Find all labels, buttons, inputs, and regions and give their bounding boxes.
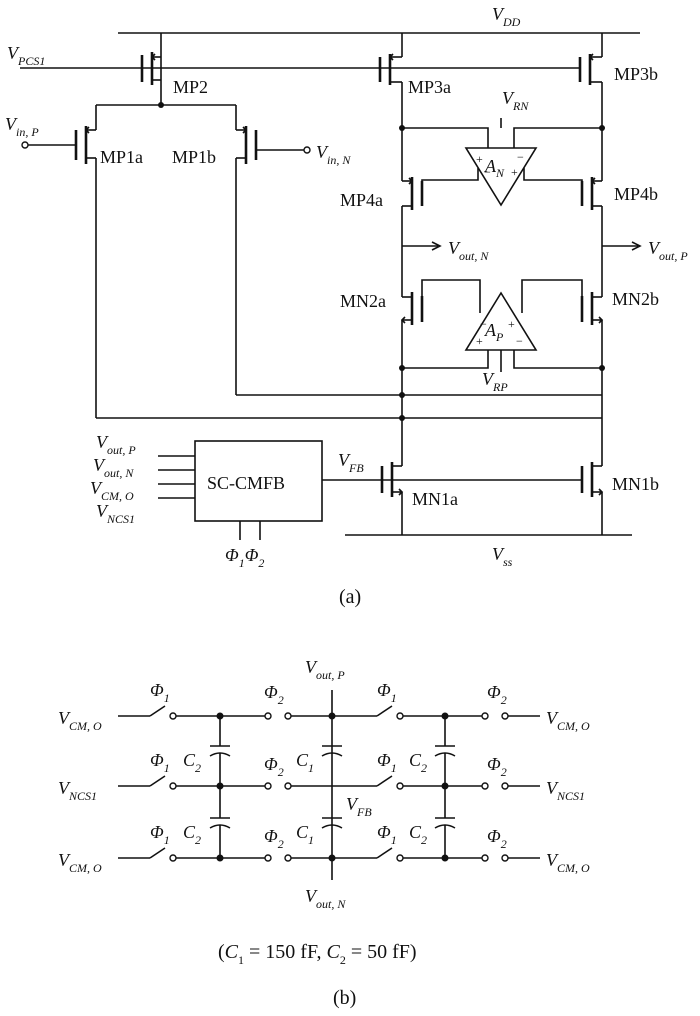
amplifier-ap [402,279,602,372]
b-phi2-top-right: Φ2 [487,682,507,707]
caption-b: (b) [333,987,356,1009]
capacitor-c1-top [321,745,343,757]
vout-n-arrow [431,241,442,251]
b-phi1-bot-right: Φ1 [377,822,397,847]
b-vout-p-label: Vout, P [305,657,345,682]
vout-p-label: Vout, P [648,238,688,263]
mn2a-label: MN2a [340,291,386,311]
mn1b-transistor [580,462,604,535]
vrp-label: VRP [482,369,508,394]
b-phi2-top-left: Φ2 [264,682,284,707]
vrn-label: VRN [502,88,529,113]
schematic-a [20,32,642,540]
vin-p-terminal [21,141,29,149]
b-phi1-mid-left: Φ1 [150,750,170,775]
mp4a-transistor [402,177,424,210]
mp1a-transistor [74,126,97,418]
schematic-b [118,690,540,880]
labels-b: Vout, P Vout, N VFB VCM, O VNCS1 VCM, O … [58,657,590,1009]
b-vfb-label: VFB [346,794,372,819]
vin-p-label: Vin, P [5,114,39,139]
b-phi2-bot-left: Φ2 [264,826,284,851]
mp4b-transistor [580,177,602,210]
an-plus-sign: + [476,152,483,166]
capacitor-c2-left-top [209,716,231,786]
vdd-label: VDD [492,4,521,29]
cmfb-phi-label: Φ1Φ2 [225,545,264,570]
mn1a-label: MN1a [412,489,458,509]
mn1a-transistor [380,462,404,535]
b-c1-label-top: C1 [296,750,314,775]
b-phi1-top-right: Φ1 [377,680,397,705]
mp3b-label: MP3b [614,64,658,84]
cmfb-in-vcm-o: VCM, O [90,478,134,503]
an-plus-sign-2: + [511,165,518,179]
row-bottom [118,847,540,862]
ap-plus-sign-2: + [476,334,483,348]
vpcs1-label: VPCS1 [7,43,45,68]
b-c2-label-right-bottom: C2 [409,822,427,847]
cmfb-in-vout-n: Vout, N [93,455,134,480]
an-minus-sign: − [517,150,524,164]
ap-minus-sign-2: − [516,334,523,348]
b-vncs1-right: VNCS1 [546,778,585,803]
sc-cmfb-label: SC-CMFB [207,473,285,493]
mp1b-transistor [235,126,258,395]
b-phi1-mid-right: Φ1 [377,750,397,775]
mn2a-transistor [400,292,424,325]
mp1a-label: MP1a [100,147,143,167]
capacitor-c1-bottom [321,817,343,829]
mn1b-label: MN1b [612,474,659,494]
b-phi2-mid-left: Φ2 [264,754,284,779]
vss-label: Vss [492,544,513,569]
mp2-transistor [140,33,164,108]
row-middle [118,775,540,790]
mp1b-label: MP1b [172,147,216,167]
vin-n-label: Vin, N [316,142,351,167]
amplifier-an [402,118,602,207]
capacitor-c2-left-bottom [209,786,231,858]
mp4b-label: MP4b [614,184,658,204]
mp3a-transistor [378,33,403,85]
an-label: AN [484,156,505,180]
ap-plus-sign: + [508,317,515,331]
capacitor-values-line: (C1 = 150 fF, C2 = 50 fF) [218,941,417,967]
caption-a: (a) [339,586,361,608]
b-vncs1-left: VNCS1 [58,778,97,803]
mn2b-label: MN2b [612,289,659,309]
b-vcm-o-left-bottom: VCM, O [58,850,102,875]
b-c1-label-bottom: C1 [296,822,314,847]
b-c2-label-left-bottom: C2 [183,822,201,847]
b-phi2-mid-right: Φ2 [487,754,507,779]
mp2-label: MP2 [173,77,208,97]
mn2b-transistor [580,292,604,325]
sc-cmfb-block [194,440,323,522]
row-top [118,705,540,720]
b-phi1-bot-left: Φ1 [150,822,170,847]
vin-n-terminal [303,146,311,154]
b-vout-n-label: Vout, N [305,886,346,911]
ap-minus-sign: − [480,317,487,331]
b-phi1-top-left: Φ1 [150,680,170,705]
capacitor-c2-right-top [434,716,456,786]
cmfb-in-vout-p: Vout, P [96,432,136,457]
capacitor-c2-right-bottom [434,786,456,858]
labels-a: VDD VPCS1 MP2 Vin, P MP1a MP1b Vin, N MP… [5,4,688,608]
vout-p-arrow [631,241,642,251]
b-c2-label-right-top: C2 [409,750,427,775]
b-c2-label-left-top: C2 [183,750,201,775]
an-minus-sign-2: − [484,165,491,179]
ap-label: AP [484,320,504,344]
mp3b-transistor [578,33,603,85]
vfb-label: VFB [338,450,364,475]
mp4a-label: MP4a [340,190,383,210]
mp3a-label: MP3a [408,77,451,97]
b-vcm-o-right-top: VCM, O [546,708,590,733]
b-vcm-o-left-top: VCM, O [58,708,102,733]
b-phi2-bot-right: Φ2 [487,826,507,851]
b-vcm-o-right-bottom: VCM, O [546,850,590,875]
cmfb-in-vncs1: VNCS1 [96,501,135,526]
vout-n-label: Vout, N [448,238,489,263]
